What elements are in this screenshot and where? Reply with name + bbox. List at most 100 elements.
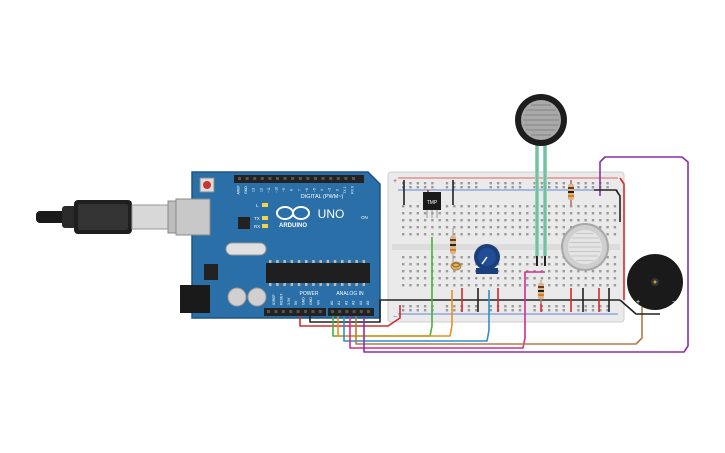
breadboard-hole[interactable] xyxy=(548,277,551,280)
breadboard-hole[interactable] xyxy=(606,277,609,280)
breadboard-hole[interactable] xyxy=(606,256,609,259)
breadboard-hole[interactable] xyxy=(562,182,565,185)
breadboard-hole[interactable] xyxy=(548,284,551,287)
breadboard-hole[interactable] xyxy=(445,256,449,259)
wire-buzzer-black[interactable] xyxy=(619,299,660,315)
breadboard-hole[interactable] xyxy=(562,284,565,287)
breadboard-hole[interactable] xyxy=(562,219,565,222)
breadboard-hole[interactable] xyxy=(504,256,507,259)
digital-pin-hole[interactable] xyxy=(298,177,302,180)
breadboard-hole[interactable] xyxy=(533,182,536,185)
breadboard-hole[interactable] xyxy=(453,309,456,312)
breadboard-hole[interactable] xyxy=(460,284,463,287)
breadboard-hole[interactable] xyxy=(606,309,609,312)
breadboard-hole[interactable] xyxy=(460,270,463,273)
breadboard-hole[interactable] xyxy=(504,205,507,208)
breadboard-hole[interactable] xyxy=(569,219,573,222)
breadboard-hole[interactable] xyxy=(409,233,412,236)
breadboard-hole[interactable] xyxy=(504,186,507,189)
breadboard-hole[interactable] xyxy=(599,205,602,208)
breadboard-hole[interactable] xyxy=(584,205,587,208)
breadboard-hole[interactable] xyxy=(613,256,617,259)
breadboard-hole[interactable] xyxy=(555,305,558,308)
wire-a3-magenta[interactable] xyxy=(349,271,545,349)
breadboard-hole[interactable] xyxy=(613,270,617,273)
breadboard-hole[interactable] xyxy=(496,226,500,229)
digital-pin-hole[interactable] xyxy=(336,177,340,180)
breadboard-hole[interactable] xyxy=(591,219,595,222)
breadboard-hole[interactable] xyxy=(496,205,500,208)
breadboard-hole[interactable] xyxy=(431,219,434,222)
breadboard-hole[interactable] xyxy=(511,305,514,308)
breadboard-hole[interactable] xyxy=(548,263,551,266)
breadboard-hole[interactable] xyxy=(402,256,405,259)
breadboard-hole[interactable] xyxy=(409,226,412,229)
breadboard-hole[interactable] xyxy=(599,305,602,308)
breadboard-hole[interactable] xyxy=(613,219,617,222)
breadboard-hole[interactable] xyxy=(402,212,405,215)
breadboard-hole[interactable] xyxy=(555,256,558,259)
breadboard-hole[interactable] xyxy=(504,226,507,229)
breadboard-hole[interactable] xyxy=(409,309,412,312)
breadboard-hole[interactable] xyxy=(445,182,449,185)
breadboard-hole[interactable] xyxy=(496,186,500,189)
breadboard-hole[interactable] xyxy=(584,309,587,312)
breadboard-hole[interactable] xyxy=(548,270,551,273)
wire-a5-purple[interactable] xyxy=(363,156,689,353)
breadboard-hole[interactable] xyxy=(606,284,609,287)
breadboard-hole[interactable] xyxy=(409,205,412,208)
breadboard-hole[interactable] xyxy=(402,277,405,280)
breadboard-hole[interactable] xyxy=(533,309,536,312)
breadboard-hole[interactable] xyxy=(591,277,595,280)
breadboard-hole[interactable] xyxy=(489,205,492,208)
breadboard-hole[interactable] xyxy=(423,212,427,215)
breadboard-hole[interactable] xyxy=(431,233,434,236)
breadboard-hole[interactable] xyxy=(496,212,500,215)
analog-header[interactable] xyxy=(328,308,374,316)
breadboard-hole[interactable] xyxy=(613,233,617,236)
analog-pin-hole[interactable] xyxy=(352,310,356,313)
breadboard-hole[interactable] xyxy=(540,212,544,215)
power-pin-hole[interactable] xyxy=(267,310,270,313)
breadboard-hole[interactable] xyxy=(613,284,617,287)
breadboard-hole[interactable] xyxy=(562,205,565,208)
breadboard-hole[interactable] xyxy=(584,270,587,273)
breadboard-hole[interactable] xyxy=(438,270,441,273)
breadboard-hole[interactable] xyxy=(613,277,617,280)
breadboard-hole[interactable] xyxy=(482,226,485,229)
breadboard-hole[interactable] xyxy=(555,226,558,229)
breadboard-hole[interactable] xyxy=(489,226,492,229)
digital-pin-hole[interactable] xyxy=(306,177,310,180)
breadboard-hole[interactable] xyxy=(555,186,558,189)
breadboard-hole[interactable] xyxy=(409,212,412,215)
breadboard-hole[interactable] xyxy=(467,212,471,215)
breadboard-hole[interactable] xyxy=(504,309,507,312)
breadboard-hole[interactable] xyxy=(431,226,434,229)
breadboard-hole[interactable] xyxy=(467,219,471,222)
breadboard-hole[interactable] xyxy=(504,219,507,222)
breadboard-hole[interactable] xyxy=(591,212,595,215)
breadboard-hole[interactable] xyxy=(569,205,573,208)
breadboard-hole[interactable] xyxy=(445,186,449,189)
breadboard-hole[interactable] xyxy=(438,277,441,280)
breadboard-hole[interactable] xyxy=(438,256,441,259)
potentiometer[interactable] xyxy=(474,244,500,274)
breadboard-hole[interactable] xyxy=(533,263,536,266)
breadboard-hole[interactable] xyxy=(511,284,514,287)
breadboard-hole[interactable] xyxy=(584,182,587,185)
breadboard-hole[interactable] xyxy=(416,305,419,308)
breadboard-hole[interactable] xyxy=(453,219,456,222)
breadboard-hole[interactable] xyxy=(606,182,609,185)
breadboard-hole[interactable] xyxy=(438,212,441,215)
breadboard-hole[interactable] xyxy=(423,284,427,287)
breadboard-hole[interactable] xyxy=(416,212,419,215)
breadboard-hole[interactable] xyxy=(453,182,456,185)
breadboard-hole[interactable] xyxy=(445,309,449,312)
breadboard-hole[interactable] xyxy=(533,284,536,287)
wire-a1-orange[interactable] xyxy=(337,290,453,337)
power-pin-hole[interactable] xyxy=(274,310,278,313)
breadboard-hole[interactable] xyxy=(511,233,514,236)
breadboard-hole[interactable] xyxy=(453,212,456,215)
breadboard-hole[interactable] xyxy=(599,212,602,215)
breadboard-hole[interactable] xyxy=(504,212,507,215)
